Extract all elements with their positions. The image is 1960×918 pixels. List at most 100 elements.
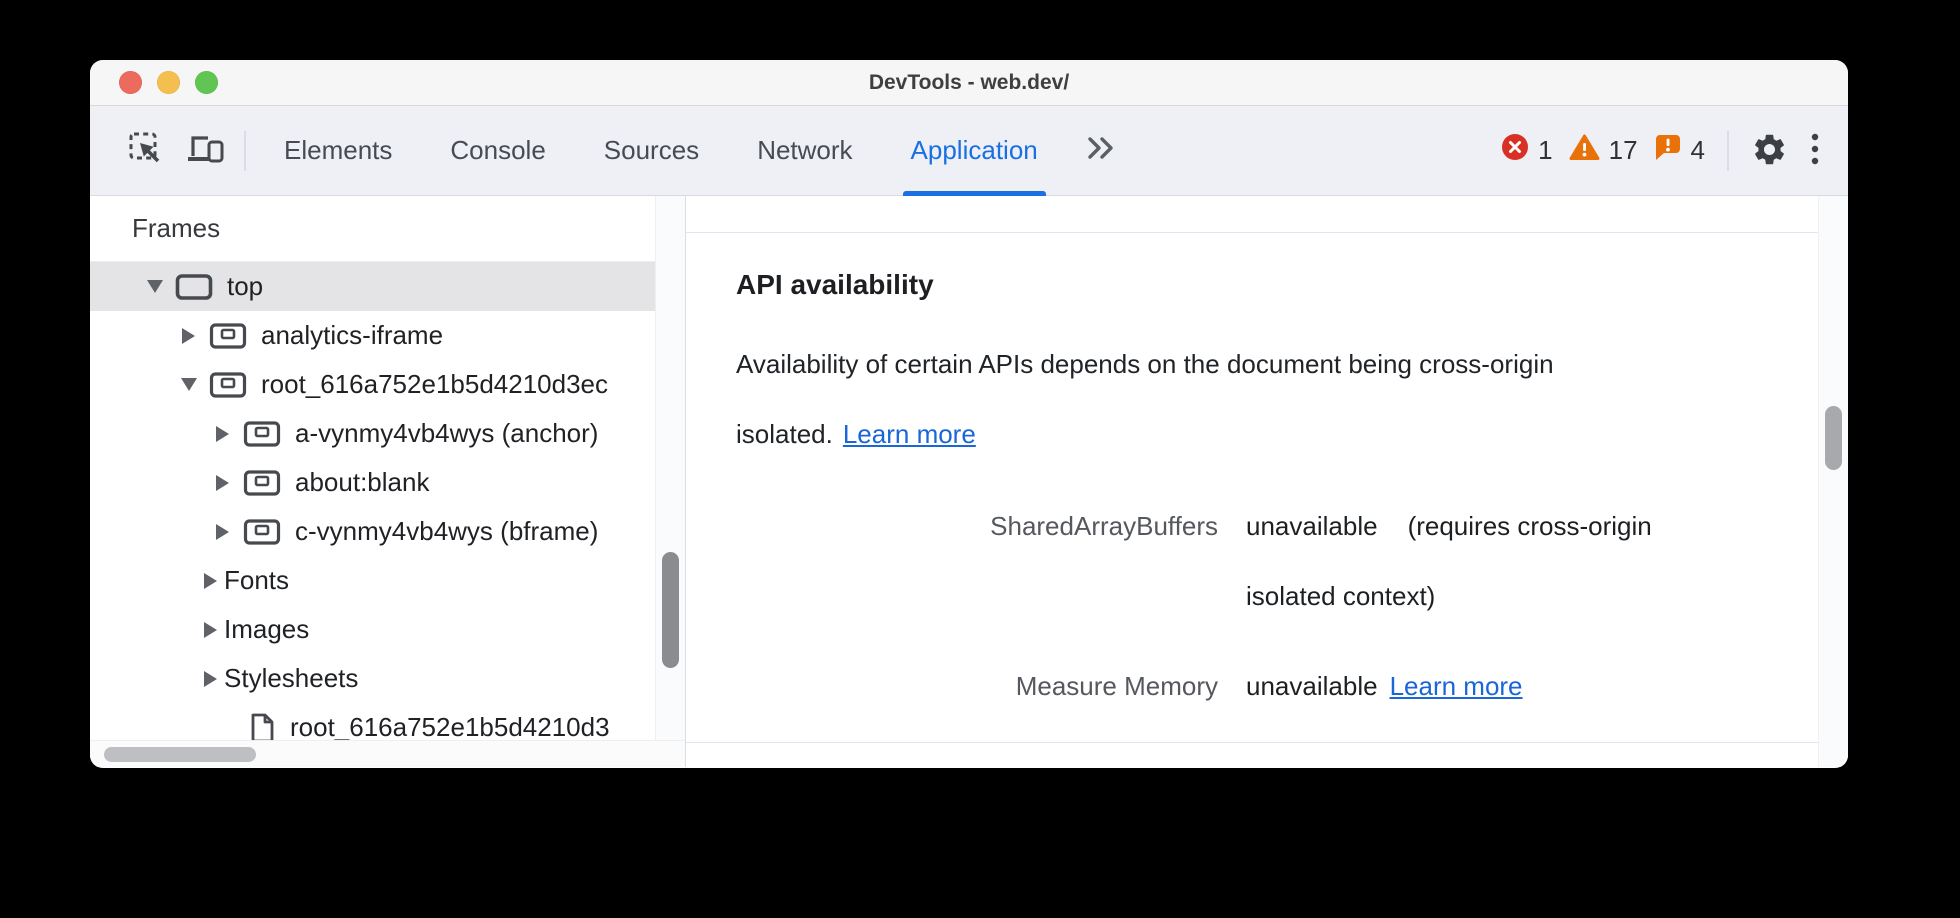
tab-console[interactable]: Console — [450, 135, 546, 165]
settings-button[interactable] — [1751, 131, 1788, 171]
more-tabs-button[interactable] — [1084, 134, 1118, 167]
tree-item-top[interactable]: top — [90, 262, 655, 311]
warning-icon — [1569, 133, 1600, 168]
maximize-window-button[interactable] — [195, 71, 218, 94]
frames-section-header[interactable]: Frames — [90, 196, 655, 262]
console-errors-badge[interactable]: 1 — [1501, 133, 1553, 168]
learn-more-link[interactable]: Learn more — [842, 419, 976, 449]
application-panel-content: API availability Availability of certain… — [686, 196, 1848, 767]
issues-badge[interactable]: 4 — [1654, 133, 1705, 169]
tree-item-label: c-vynmy4vb4wys (bframe) — [295, 516, 599, 546]
frame-icon — [175, 272, 213, 302]
sidebar-horizontal-scrollbar-thumb[interactable] — [104, 747, 256, 762]
gear-icon — [1751, 131, 1788, 171]
tree-item-analytics-iframe[interactable]: analytics-iframe — [90, 311, 655, 360]
sidebar-vertical-scrollbar[interactable] — [655, 196, 685, 740]
devtools-body: Frames top analytics-iframe — [90, 196, 1848, 767]
tab-sources[interactable]: Sources — [603, 135, 700, 165]
content-vertical-scrollbar[interactable] — [1818, 196, 1848, 767]
inspect-element-button[interactable] — [128, 131, 164, 170]
iframe-icon — [209, 321, 247, 351]
console-warnings-badge[interactable]: 17 — [1569, 133, 1638, 168]
api-availability-table: SharedArrayBuffers unavailable (requires … — [736, 491, 1808, 721]
toolbar-right: 1 17 — [1501, 130, 1820, 171]
devtools-toolbar: Elements Console Sources Network Applica… — [90, 106, 1848, 196]
tree-item-label: root_616a752e1b5d4210d3ec — [261, 369, 609, 399]
frames-tree: Frames top analytics-iframe — [90, 196, 655, 740]
tree-item-label: analytics-iframe — [261, 320, 444, 350]
tree-item-label: Stylesheets — [224, 663, 359, 693]
customize-devtools-button[interactable] — [1810, 131, 1820, 170]
api-status-note: (requires cross-origin — [1407, 511, 1652, 541]
toolbar-divider — [1727, 130, 1729, 171]
iframe-icon — [243, 468, 281, 498]
error-count: 1 — [1538, 135, 1553, 165]
api-name: SharedArrayBuffers — [990, 511, 1218, 541]
tree-item-root-document[interactable]: root_616a752e1b5d4210d3 — [90, 703, 655, 740]
toggle-device-toolbar-button[interactable] — [186, 133, 224, 168]
window-title: DevTools - web.dev/ — [868, 70, 1070, 94]
kebab-menu-icon — [1810, 131, 1820, 170]
api-status: unavailable — [1246, 511, 1378, 541]
devtools-window: DevTools - web.dev/ Ele — [90, 60, 1848, 768]
close-window-button[interactable] — [119, 71, 142, 94]
device-toolbar-icon — [186, 133, 224, 168]
document-icon — [248, 712, 276, 740]
inspect-cursor-icon — [128, 131, 164, 170]
triangle-right-icon[interactable] — [202, 572, 219, 589]
tree-item-root-frame[interactable]: root_616a752e1b5d4210d3ec — [90, 360, 655, 409]
api-status-cell: unavailable (requires cross-origin isolat… — [1246, 491, 1652, 631]
tree-item-label: root_616a752e1b5d4210d3 — [290, 712, 610, 740]
sidebar-vertical-scrollbar-thumb[interactable] — [662, 552, 679, 668]
section-description: Availability of certain APIs depends on … — [736, 329, 1808, 469]
triangle-down-icon[interactable] — [146, 280, 163, 293]
issues-count: 4 — [1690, 135, 1705, 165]
tree-item-label: top — [227, 271, 264, 301]
traffic-lights — [119, 60, 218, 105]
tab-network[interactable]: Network — [757, 135, 853, 165]
tree-item-images[interactable]: Images — [90, 605, 655, 654]
iframe-icon — [243, 419, 281, 449]
tree-item-label: Images — [224, 614, 310, 644]
iframe-icon — [209, 370, 247, 400]
tree-item-anchor-frame[interactable]: a-vynmy4vb4wys (anchor) — [90, 409, 655, 458]
triangle-right-icon[interactable] — [214, 425, 231, 442]
triangle-right-icon[interactable] — [202, 670, 219, 687]
previous-section-edge — [686, 196, 1848, 233]
api-availability-section: API availability Availability of certain… — [686, 233, 1848, 721]
description-line1: Availability of certain APIs depends on … — [736, 349, 1554, 379]
triangle-right-icon[interactable] — [202, 621, 219, 638]
learn-more-link[interactable]: Learn more — [1389, 671, 1523, 701]
content-vertical-scrollbar-thumb[interactable] — [1825, 406, 1842, 470]
triangle-right-icon[interactable] — [180, 327, 197, 344]
triangle-right-icon[interactable] — [214, 474, 231, 491]
triangle-down-icon[interactable] — [180, 378, 197, 391]
chevron-double-right-icon — [1084, 134, 1118, 167]
tab-elements[interactable]: Elements — [284, 135, 393, 165]
description-line2: isolated. — [736, 419, 833, 449]
tree-item-label: about:blank — [295, 467, 430, 497]
tab-application[interactable]: Application — [902, 106, 1046, 196]
api-name: Measure Memory — [1015, 671, 1218, 701]
window-titlebar[interactable]: DevTools - web.dev/ — [90, 60, 1848, 106]
table-row: SharedArrayBuffers unavailable (requires … — [736, 491, 1808, 631]
tree-item-label: Fonts — [224, 565, 290, 595]
api-status-line1: unavailable (requires cross-origin — [1246, 491, 1652, 561]
minimize-window-button[interactable] — [157, 71, 180, 94]
sidebar-horizontal-scrollbar[interactable] — [90, 740, 685, 767]
tree-item-fonts[interactable]: Fonts — [90, 556, 655, 605]
issues-icon — [1654, 133, 1682, 169]
tree-item-about-blank[interactable]: about:blank — [90, 458, 655, 507]
tree-item-stylesheets[interactable]: Stylesheets — [90, 654, 655, 703]
api-status-line2: isolated context) — [1246, 581, 1436, 611]
panel-tabs: Elements Console Sources Network Applica… — [282, 106, 1046, 196]
section-title: API availability — [736, 269, 934, 300]
next-section-edge — [686, 742, 1818, 743]
warning-count: 17 — [1608, 135, 1638, 165]
tree-item-bframe[interactable]: c-vynmy4vb4wys (bframe) — [90, 507, 655, 556]
application-sidebar: Frames top analytics-iframe — [90, 196, 686, 767]
triangle-right-icon[interactable] — [214, 523, 231, 540]
toolbar-divider — [244, 130, 246, 171]
